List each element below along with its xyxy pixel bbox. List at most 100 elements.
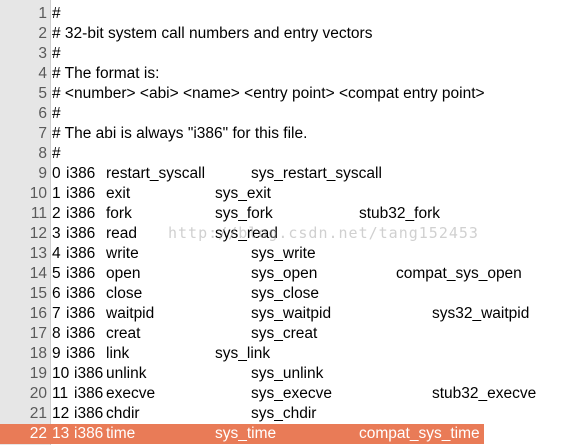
code-line[interactable]: 10 1 i386 exit sys_exit	[0, 184, 566, 204]
line-entry: sys_waitpid	[251, 305, 332, 322]
code-line[interactable]: 15 6 i386 close sys_close	[0, 284, 566, 304]
code-line[interactable]: 14 5 i386 open sys_open compat_sys_open	[0, 264, 566, 284]
line-number: 17	[29, 325, 47, 342]
line-number: 10	[29, 185, 47, 202]
code-line[interactable]: 4# The format is:	[0, 64, 566, 84]
line-num: 8	[52, 325, 61, 342]
code-line[interactable]: 3#	[0, 44, 566, 64]
line-number: 16	[29, 305, 47, 322]
line-abi: i386	[66, 285, 96, 302]
line-entry: sys_execve	[251, 385, 332, 402]
line-num: 1	[52, 185, 61, 202]
line-abi: i386	[66, 225, 96, 242]
line-abi: i386	[66, 185, 96, 202]
line-number: 1	[38, 5, 47, 22]
line-num: 2	[52, 205, 61, 222]
line-entry: sys_link	[215, 345, 271, 362]
line-abi: i386	[66, 265, 96, 282]
line-num: 4	[52, 245, 61, 262]
line-name: close	[106, 285, 143, 302]
line-number: 21	[29, 405, 47, 422]
line-entry: sys_open	[251, 265, 318, 282]
line-entry: sys_unlink	[251, 365, 324, 382]
code-line[interactable]: 6#	[0, 104, 566, 124]
line-entry: sys_creat	[251, 325, 318, 342]
line-number: 13	[29, 245, 47, 262]
line-number: 7	[38, 125, 47, 142]
line-number: 15	[29, 285, 47, 302]
line-text: # <number> <abi> <name> <entry point> <c…	[52, 85, 485, 102]
code-line[interactable]: 1#	[0, 4, 566, 24]
line-entry: sys_exit	[215, 185, 271, 202]
line-abi: i386	[74, 425, 104, 442]
line-abi: i386	[74, 385, 104, 402]
line-entry: sys_write	[251, 245, 316, 262]
code-line[interactable]: 2# 32-bit system call numbers and entry …	[0, 24, 566, 44]
line-name: execve	[106, 385, 156, 402]
line-num: 7	[52, 305, 61, 322]
line-abi: i386	[74, 405, 104, 422]
line-number: 9	[38, 165, 47, 182]
line-compat: compat_sys_open	[396, 265, 522, 282]
line-number: 11	[30, 205, 47, 222]
line-number: 8	[38, 145, 47, 162]
line-number: 18	[29, 345, 47, 362]
line-abi: i386	[66, 345, 96, 362]
line-text: #	[52, 45, 61, 62]
line-name: write	[106, 245, 139, 262]
line-compat: compat_sys_time	[359, 425, 480, 442]
line-number: 12	[29, 225, 47, 242]
line-num: 13	[52, 425, 70, 442]
line-num: 3	[52, 225, 61, 242]
line-name: fork	[106, 205, 132, 222]
line-text: # The abi is always "i386" for this file…	[52, 125, 308, 142]
line-number: 5	[38, 85, 47, 102]
line-name: time	[106, 425, 136, 442]
line-compat: stub32_fork	[359, 205, 440, 222]
line-abi: i386	[66, 165, 96, 182]
line-num: 0	[52, 165, 61, 182]
line-num: 10	[52, 365, 70, 382]
code-line[interactable]: 13 4 i386 write sys_write	[0, 244, 566, 264]
line-text: # 32-bit system call numbers and entry v…	[52, 25, 373, 42]
line-text: #	[52, 5, 61, 22]
line-number: 19	[29, 365, 47, 382]
line-compat: sys32_waitpid	[432, 305, 530, 322]
line-num: 11	[52, 385, 69, 402]
line-entry: sys_close	[251, 285, 320, 302]
line-number: 4	[38, 65, 47, 82]
line-text: #	[52, 105, 61, 122]
line-name: restart_syscall	[106, 165, 206, 182]
code-line[interactable]: 18 9 i386 link sys_link	[0, 344, 566, 364]
code-line[interactable]: 8#	[0, 144, 566, 164]
line-abi: i386	[74, 365, 104, 382]
line-name: open	[106, 265, 141, 282]
line-entry: sys_time	[215, 425, 277, 442]
code-line[interactable]: 12 3 i386 read sys_read	[0, 224, 566, 244]
line-name: chdir	[106, 405, 140, 422]
line-name: exit	[106, 185, 131, 202]
line-name: read	[106, 225, 138, 242]
line-num: 5	[52, 265, 61, 282]
line-entry: sys_read	[215, 225, 278, 242]
code-line[interactable]: 5 # <number> <abi> <name> <entry point> <…	[0, 84, 566, 104]
line-entry: sys_chdir	[251, 405, 317, 422]
line-abi: i386	[66, 245, 96, 262]
line-name: waitpid	[106, 305, 155, 322]
line-num: 6	[52, 285, 61, 302]
line-entry: sys_restart_syscall	[251, 165, 382, 182]
code-line[interactable]: 7 # The abi is always "i386" for this fil…	[0, 124, 566, 144]
line-number: 14	[29, 265, 47, 282]
line-abi: i386	[66, 205, 96, 222]
line-num: 9	[52, 345, 61, 362]
line-name: link	[106, 345, 130, 362]
